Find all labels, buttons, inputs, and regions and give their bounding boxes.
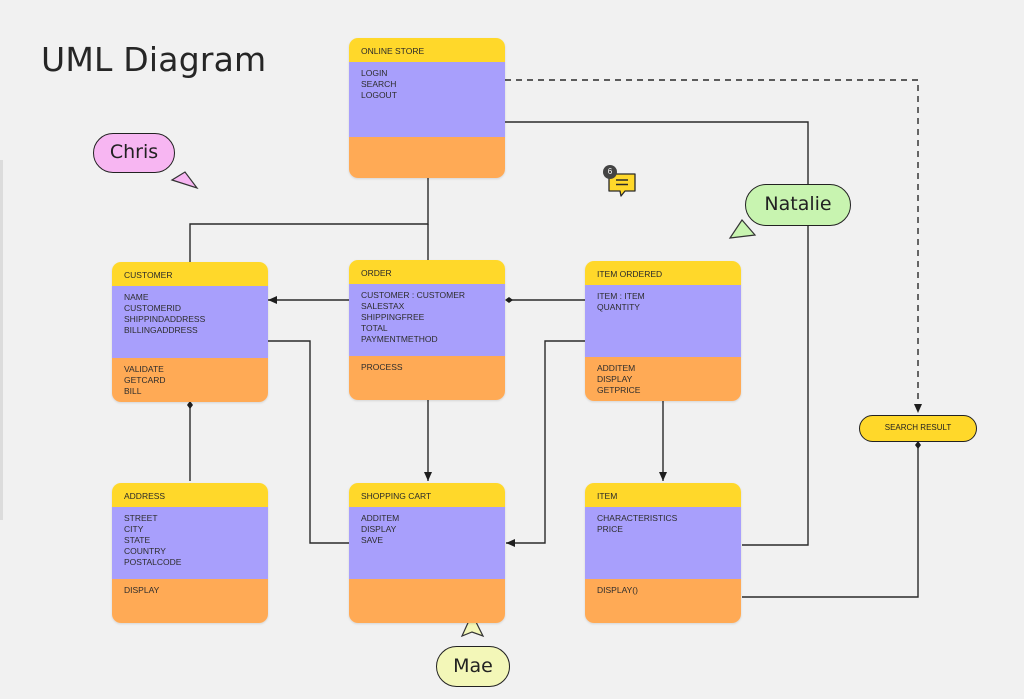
page-title: UML Diagram (41, 40, 267, 79)
comment-count-badge: 6 (603, 165, 617, 179)
operation: DISPLAY (597, 374, 633, 384)
attribute: POSTALCODE (124, 557, 182, 567)
operations-section (349, 137, 505, 178)
attribute: BILLINGADDRESS (124, 325, 198, 335)
operations-section: VALIDATE GETCARD BILL (112, 358, 268, 402)
operation: DISPLAY (124, 585, 160, 595)
connector-store-item (505, 121, 809, 546)
attribute: SEARCH (361, 79, 397, 89)
operation: ADDITEM (597, 363, 636, 373)
collaborator-tag-mae: Mae (436, 646, 510, 687)
attribute: CHARACTERISTICS (597, 513, 678, 523)
operation: BILL (124, 386, 142, 396)
operation: GETCARD (124, 375, 166, 385)
operation: DISPLAY() (597, 585, 638, 595)
comment-icon[interactable] (607, 172, 637, 197)
class-shopping-cart[interactable]: SHOPPING CART ADDITEM DISPLAY SAVE (349, 483, 505, 623)
class-online-store[interactable]: ONLINE STORE LOGIN SEARCH LOGOUT (349, 38, 505, 178)
operations-section: ADDITEM DISPLAY GETPRICE (585, 357, 741, 401)
attribute: LOGIN (361, 68, 388, 78)
attribute: STATE (124, 535, 151, 545)
operations-section (349, 579, 505, 623)
connector-customer-cart (268, 340, 349, 544)
attribute: PAYMENTMETHOD (361, 334, 438, 344)
attribute: ITEM : ITEM (597, 291, 645, 301)
diamond-marker-order (505, 297, 513, 303)
search-result-node[interactable]: SEARCH RESULT (859, 415, 977, 442)
operations-section: PROCESS (349, 356, 505, 400)
class-header: SHOPPING CART (349, 483, 505, 507)
attribute: NAME (124, 292, 149, 302)
attribute: PRICE (597, 524, 623, 534)
attribute: SHIPPINDADDRESS (124, 314, 206, 324)
cursor-arrow-icon (728, 219, 757, 239)
class-header: ADDRESS (112, 483, 268, 507)
attribute: DISPLAY (361, 524, 397, 534)
attributes-section: ITEM : ITEM QUANTITY (585, 285, 741, 357)
attribute: SAVE (361, 535, 384, 545)
attributes-section: NAME CUSTOMERID SHIPPINDADDRESS BILLINGA… (112, 286, 268, 358)
class-item[interactable]: ITEM CHARACTERISTICS PRICE DISPLAY() (585, 483, 741, 623)
attribute: SALESTAX (361, 301, 405, 311)
operation: PROCESS (361, 362, 403, 372)
attributes-section: LOGIN SEARCH LOGOUT (349, 62, 505, 137)
diamond-marker-customer (187, 401, 193, 409)
attribute: LOGOUT (361, 90, 397, 100)
attributes-section: STREET CITY STATE COUNTRY POSTALCODE (112, 507, 268, 579)
collaborator-tag-chris: Chris (93, 133, 175, 173)
attributes-section: CUSTOMER : CUSTOMER SALESTAX SHIPPINGFRE… (349, 284, 505, 356)
attribute: CITY (124, 524, 144, 534)
attributes-section: CHARACTERISTICS PRICE (585, 507, 741, 579)
attribute: CUSTOMER : CUSTOMER (361, 290, 466, 300)
class-item-ordered[interactable]: ITEM ORDERED ITEM : ITEM QUANTITY ADDITE… (585, 261, 741, 401)
operations-section: DISPLAY() (585, 579, 741, 623)
attribute: QUANTITY (597, 302, 640, 312)
connector-store-search-result (505, 79, 922, 413)
class-header: ITEM ORDERED (585, 261, 741, 285)
operation: VALIDATE (124, 364, 164, 374)
attribute: TOTAL (361, 323, 388, 333)
attribute: COUNTRY (124, 546, 166, 556)
connector-itemordered-cart (506, 340, 585, 547)
class-header: CUSTOMER (112, 262, 268, 286)
attribute: ADDITEM (361, 513, 400, 523)
class-address[interactable]: ADDRESS STREET CITY STATE COUNTRY POSTAL… (112, 483, 268, 623)
class-header: ORDER (349, 260, 505, 284)
connector-store-tree (189, 178, 429, 262)
diamond-marker-search-result (915, 441, 921, 449)
operations-section: DISPLAY (112, 579, 268, 623)
connector-item-search-result (742, 446, 919, 598)
cursor-arrow-icon (460, 612, 485, 638)
class-header: ITEM (585, 483, 741, 507)
class-header: ONLINE STORE (349, 38, 505, 62)
collaborator-tag-natalie: Natalie (745, 184, 851, 226)
left-edge-strip (0, 160, 3, 520)
attribute: STREET (124, 513, 158, 523)
class-order[interactable]: ORDER CUSTOMER : CUSTOMER SALESTAX SHIPP… (349, 260, 505, 400)
attribute: SHIPPINGFREE (361, 312, 425, 322)
attributes-section: ADDITEM DISPLAY SAVE (349, 507, 505, 579)
attribute: CUSTOMERID (124, 303, 181, 313)
cursor-arrow-icon (170, 171, 199, 190)
class-customer[interactable]: CUSTOMER NAME CUSTOMERID SHIPPINDADDRESS… (112, 262, 268, 402)
operation: GETPRICE (597, 385, 641, 395)
